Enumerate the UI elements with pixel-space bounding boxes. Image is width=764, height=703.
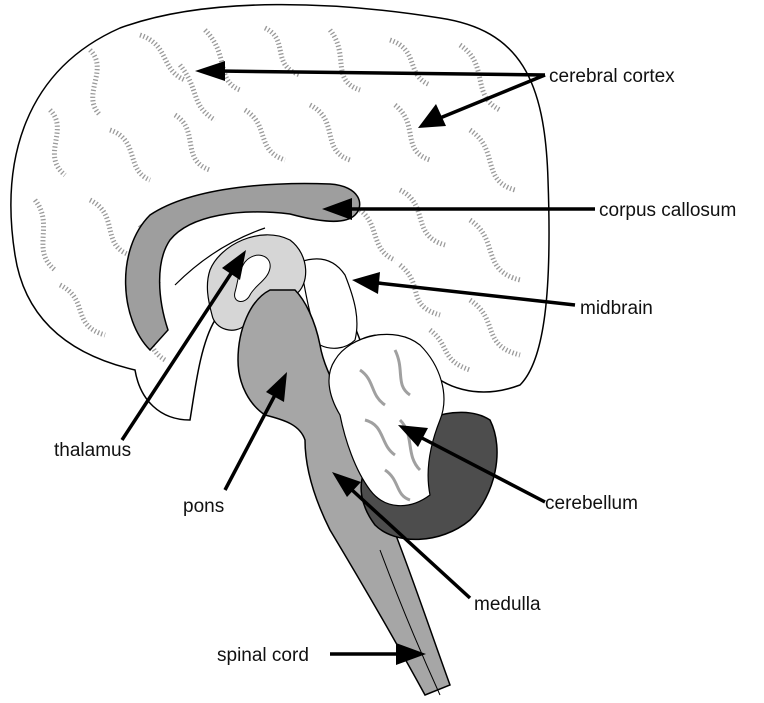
label-medulla: medulla [474,594,541,615]
label-pons: pons [183,496,224,517]
label-midbrain: midbrain [580,298,653,319]
label-corpus-callosum: corpus callosum [599,200,736,221]
label-thalamus: thalamus [54,440,131,461]
label-cerebellum: cerebellum [545,493,638,514]
label-spinal-cord: spinal cord [217,645,309,666]
label-cerebral-cortex: cerebral cortex [549,66,675,87]
